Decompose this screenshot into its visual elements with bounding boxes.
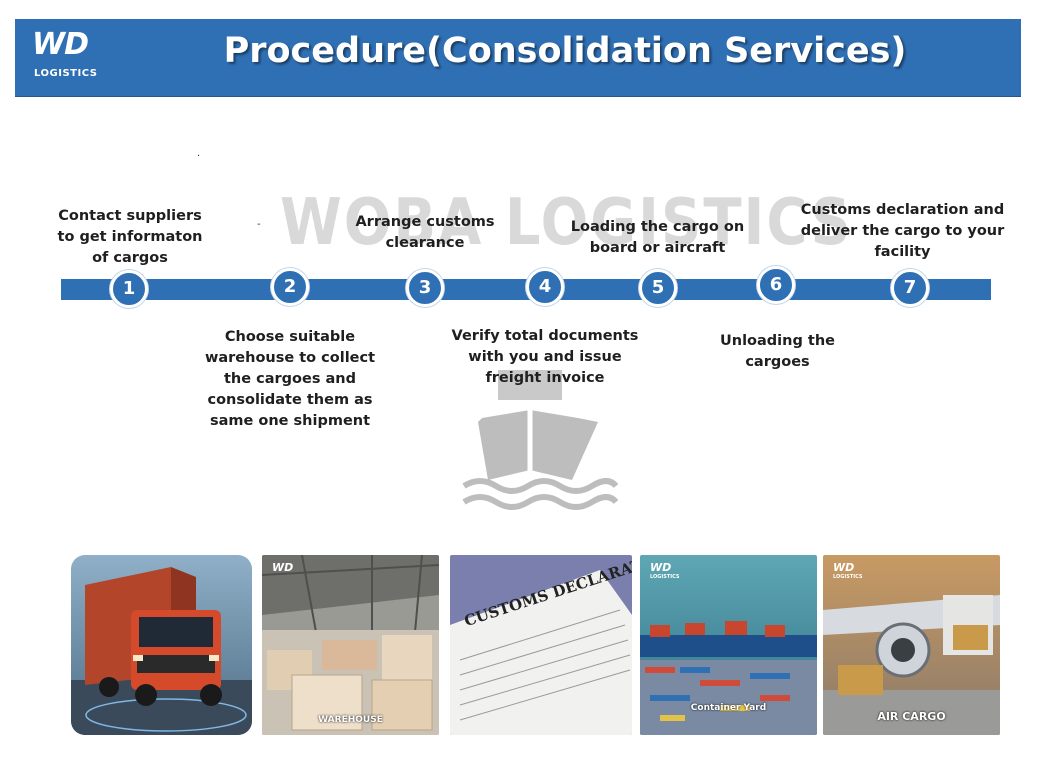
step-7-node: 7 bbox=[891, 269, 929, 307]
warehouse-icon bbox=[262, 555, 439, 735]
photo-logo-subtitle: LOGISTICS bbox=[833, 574, 863, 580]
step-7-text: Customs declaration and deliver the carg… bbox=[800, 202, 1005, 260]
step-2-node: 2 bbox=[271, 268, 309, 306]
photo-logo-subtitle: LOGISTICS bbox=[650, 574, 680, 580]
container-ship-photo: WD LOGISTICS Container Yard bbox=[640, 555, 817, 735]
customs-document-photo: CUSTOMS DECLARATION bbox=[450, 555, 632, 735]
step-3-node: 3 bbox=[406, 269, 444, 307]
stray-dash: - bbox=[257, 219, 261, 230]
step-5-text: Loading the cargo on board or aircraft bbox=[570, 219, 745, 256]
header-banner: WD LOGISTICS Procedure(Consolidation Ser… bbox=[15, 19, 1021, 97]
step-1-node: 1 bbox=[110, 270, 148, 308]
step-4-text: Verify total documents with you and issu… bbox=[451, 328, 639, 386]
air-cargo-photo: WD LOGISTICS AIR CARGO bbox=[823, 555, 1000, 735]
air-cargo-caption: AIR CARGO bbox=[877, 710, 946, 723]
step-5-node: 5 bbox=[639, 269, 677, 307]
truck-icon bbox=[71, 555, 252, 735]
warehouse-photo: WD WAREHOUSE bbox=[262, 555, 439, 735]
page-title: Procedure(Consolidation Services) bbox=[223, 31, 907, 71]
photo-logo-mark: WD bbox=[650, 561, 672, 574]
watermark-text: WOBA LOGISTICS bbox=[280, 185, 853, 260]
document-icon bbox=[450, 555, 632, 735]
photo-logo-mark: WD bbox=[272, 561, 294, 574]
stray-dot: . bbox=[197, 148, 201, 159]
truck-photo bbox=[71, 555, 252, 735]
step-6-node: 6 bbox=[757, 266, 795, 304]
airplane-icon bbox=[823, 555, 1000, 735]
photo-logo-mark: WD bbox=[833, 561, 855, 574]
step-6-text: Unloading the cargoes bbox=[719, 333, 835, 370]
container-yard-caption: Container Yard bbox=[690, 703, 767, 713]
step-3-text: Arrange customs clearance bbox=[355, 214, 495, 251]
warehouse-caption: WAREHOUSE bbox=[318, 715, 383, 725]
step-4-node: 4 bbox=[526, 268, 564, 306]
ship-watermark-icon bbox=[462, 370, 619, 510]
logo-mark: WD bbox=[32, 27, 89, 62]
step-2-text: Choose suitable warehouse to collect the… bbox=[204, 329, 376, 429]
logo-subtitle: LOGISTICS bbox=[34, 68, 98, 79]
container-ship-icon bbox=[640, 555, 817, 735]
step-1-text: Contact suppliers to get informaton of c… bbox=[57, 208, 203, 266]
